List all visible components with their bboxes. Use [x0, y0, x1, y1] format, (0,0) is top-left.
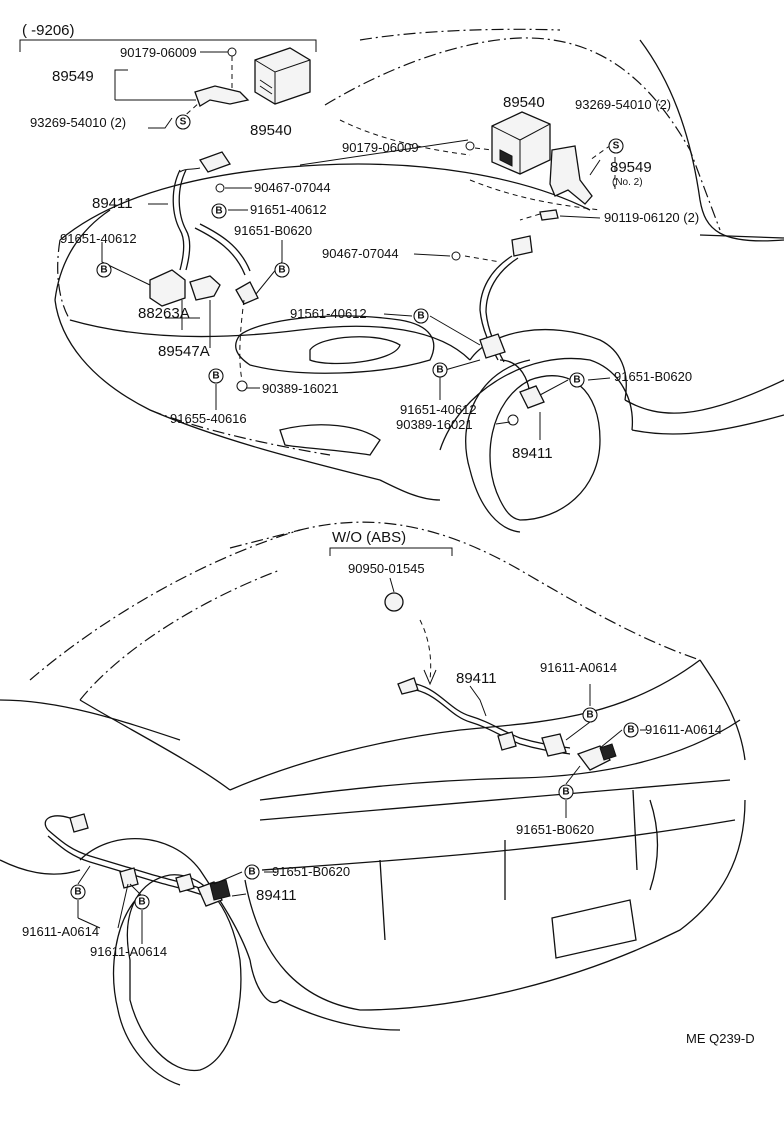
callout-90179-06009: 90179-06009 — [342, 140, 419, 155]
callout-91651-b0620: 91651-B0620 — [234, 223, 312, 238]
callout-93269-54010: 93269-54010 (2) — [575, 97, 671, 112]
grommet-icon — [507, 414, 519, 426]
abs-computer-upper-right — [491, 111, 551, 175]
callout-90179-06009: 90179-06009 — [120, 45, 197, 60]
nut-icon — [227, 47, 237, 57]
svg-text:B: B — [215, 206, 222, 217]
front-left-speed-sensor-harness — [149, 151, 259, 392]
bolt-symbol-icon: B — [569, 372, 585, 388]
range-label: ( -9206) — [22, 22, 75, 39]
svg-text:B: B — [627, 725, 634, 736]
svg-text:B: B — [586, 710, 593, 721]
bolt-symbol-icon: B — [244, 864, 260, 880]
svg-text:B: B — [212, 371, 219, 382]
callout-labels: 90179-06009 89549 93269-54010 (2) 89540 … — [22, 45, 755, 1046]
bolt-symbol-icon: B — [582, 707, 598, 723]
bolt-symbol-icon: B — [211, 203, 227, 219]
callout-90389-16021: 90389-16021 — [262, 381, 339, 396]
range-bracket: ( -9206) — [19, 22, 317, 52]
bolt-symbol-icon: B — [558, 784, 574, 800]
callout-89549: 89549 — [610, 159, 652, 176]
svg-text:B: B — [436, 365, 443, 376]
bolt-symbol-icon: B — [413, 308, 429, 324]
clamp-icon — [215, 183, 225, 193]
callout-91651-b0620: 91651-B0620 — [272, 864, 350, 879]
svg-text:B: B — [417, 311, 424, 322]
callout-93269-54010: 93269-54010 (2) — [30, 115, 126, 130]
leader-lines-rear — [77, 577, 646, 944]
svg-text:B: B — [573, 375, 580, 386]
rear-right-speed-sensor-harness — [397, 677, 617, 771]
bolt-symbol-icon: B — [208, 368, 224, 384]
connector-88263a — [149, 269, 186, 307]
svg-text:B: B — [248, 867, 255, 878]
clip-89547a — [189, 275, 221, 301]
callout-89540: 89540 — [503, 94, 545, 111]
reference-code: ME Q239-D — [686, 1031, 755, 1046]
callout-91651-40612: 91651-40612 — [400, 402, 477, 417]
wo-abs-label: W/O (ABS) — [332, 529, 406, 546]
leader-lines-front — [101, 51, 611, 440]
callout-90467-07044: 90467-07044 — [254, 180, 331, 195]
plug-icon — [384, 592, 404, 612]
callout-91651-b0620: 91651-B0620 — [614, 369, 692, 384]
front-car-outline — [54, 28, 784, 533]
wo-abs-bracket: W/O (ABS) — [329, 529, 453, 686]
callout-89549: 89549 — [52, 68, 94, 85]
svg-text:S: S — [180, 117, 187, 128]
callout-90950-01545: 90950-01545 — [348, 561, 425, 576]
screw-symbol-icon: S — [608, 138, 624, 154]
callout-91651-b0620: 91651-B0620 — [516, 822, 594, 837]
bolt-symbol-icon: B — [623, 722, 639, 738]
svg-text:B: B — [278, 265, 285, 276]
bracket-no2 — [465, 139, 619, 221]
svg-text:B: B — [100, 265, 107, 276]
callout-89411: 89411 — [92, 195, 133, 212]
callout-91611-a0614: 91611-A0614 — [645, 722, 722, 737]
svg-text:B: B — [138, 897, 145, 908]
callout-89540: 89540 — [250, 122, 292, 139]
callout-91561-40612: 91561-40612 — [290, 306, 367, 321]
bolt-symbol-icon: B — [96, 262, 112, 278]
bolt-symbol-icon: B — [432, 362, 448, 378]
callout-91651-40612: 91651-40612 — [250, 202, 327, 217]
svg-text:S: S — [613, 141, 620, 152]
bolt-symbol-icon: B — [134, 894, 150, 910]
callout-90389-16021: 90389-16021 — [396, 417, 473, 432]
callout-89547a: 89547A — [158, 343, 210, 360]
abs-computer-upper-left — [254, 47, 311, 105]
nut-icon — [465, 141, 475, 151]
grommet-icon — [236, 380, 248, 392]
front-right-speed-sensor-harness — [451, 235, 545, 426]
callout-91611-a0614: 91611-A0614 — [540, 660, 617, 675]
screw-symbol-icon: S — [175, 114, 191, 130]
callout-no2: (No. 2) — [612, 177, 643, 188]
callout-91611-a0614: 91611-A0614 — [90, 944, 167, 959]
callout-89411: 89411 — [256, 887, 297, 904]
bolt-icon — [539, 209, 559, 221]
callout-89411: 89411 — [456, 670, 497, 687]
callout-90467-07044: 90467-07044 — [322, 246, 399, 261]
rear-car-outline — [0, 521, 746, 1086]
callout-91655-40616: 91655-40616 — [170, 411, 247, 426]
rear-left-speed-sensor-harness — [44, 813, 231, 907]
symbol-markers: S S B B B B B B B B B B B B B — [70, 114, 639, 910]
clamp-icon — [451, 251, 461, 261]
callout-89411: 89411 — [512, 445, 553, 462]
callout-91651-40612: 91651-40612 — [60, 231, 137, 246]
bolt-symbol-icon: B — [70, 884, 86, 900]
svg-text:B: B — [562, 787, 569, 798]
callout-91611-a0614: 91611-A0614 — [22, 924, 99, 939]
callout-88263a: 88263A — [138, 305, 190, 322]
svg-text:B: B — [74, 887, 81, 898]
bolt-symbol-icon: B — [274, 262, 290, 278]
callout-90119-06120: 90119-06120 (2) — [604, 210, 699, 225]
